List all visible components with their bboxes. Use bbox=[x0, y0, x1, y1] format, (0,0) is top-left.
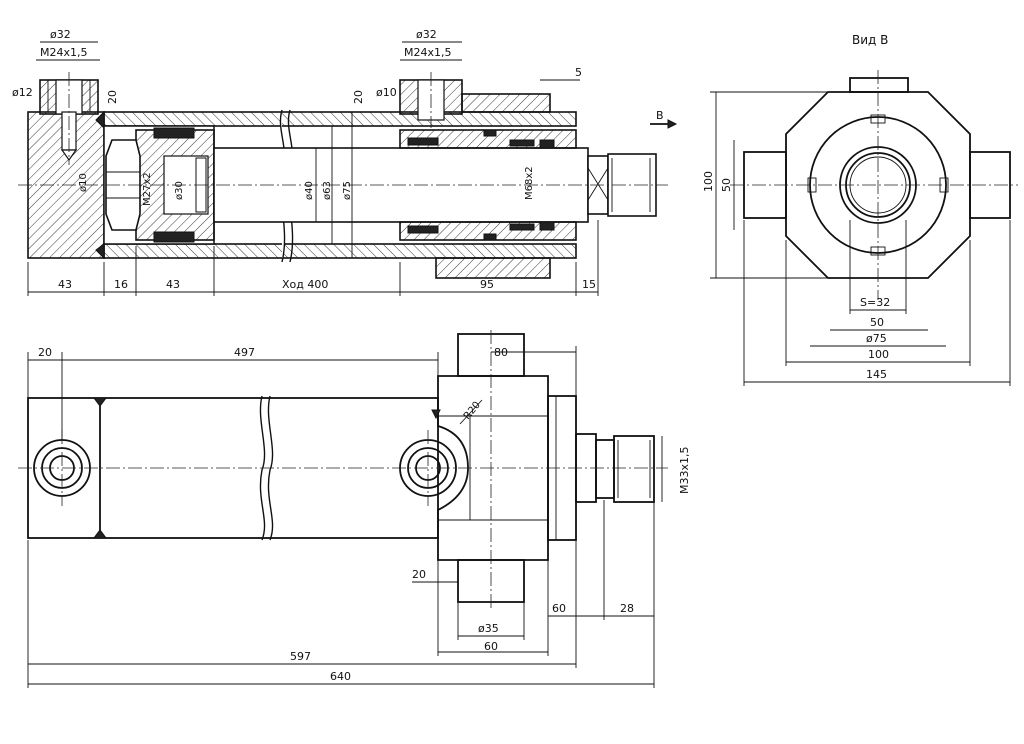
dim-d63: ø63 bbox=[322, 181, 333, 200]
view-title: Вид В bbox=[852, 33, 888, 47]
left-port-depth: 20 bbox=[106, 90, 119, 104]
left-port-bore: ø12 bbox=[12, 86, 33, 99]
tube-wall-top bbox=[103, 111, 577, 127]
dim-15: 15 bbox=[582, 278, 596, 291]
dim-s32: S=32 bbox=[860, 296, 890, 309]
dim-60b: 60 bbox=[484, 640, 498, 653]
right-port-thread: M24x1,5 bbox=[404, 46, 452, 59]
end-view-labels: Вид В 100 50 S=32 50 ø75 100 145 bbox=[702, 33, 890, 381]
left-port-thread: M24x1,5 bbox=[40, 46, 88, 59]
right-port-depth: 20 bbox=[352, 90, 365, 104]
dim-20-bottom: 20 bbox=[412, 568, 426, 581]
left-port-diameter: ø32 bbox=[50, 28, 71, 41]
dim-640: 640 bbox=[330, 670, 351, 683]
end-view bbox=[710, 70, 1018, 386]
end-view-port bbox=[849, 77, 909, 93]
dim-d30: ø30 bbox=[174, 181, 185, 200]
tube-wall-bottom bbox=[103, 243, 577, 259]
plan-view-labels: 20 497 80 R20 M33x1,5 20 60 28 ø35 60 59… bbox=[38, 346, 691, 683]
dim-stroke: Ход 400 bbox=[282, 278, 328, 291]
right-port-bore: ø10 bbox=[376, 86, 397, 99]
dim-43b: 43 bbox=[166, 278, 180, 291]
dim-16: 16 bbox=[114, 278, 128, 291]
dim-28: 28 bbox=[620, 602, 634, 615]
trunnion-block bbox=[437, 375, 549, 561]
dim-43a: 43 bbox=[58, 278, 72, 291]
dim-r20: R20 bbox=[462, 400, 483, 422]
dim-497: 497 bbox=[234, 346, 255, 359]
dim-d10: ø10 bbox=[78, 173, 89, 192]
dim-80: 80 bbox=[494, 346, 508, 359]
dim-95: 95 bbox=[480, 278, 494, 291]
dim-145: 145 bbox=[866, 368, 887, 381]
section-view bbox=[18, 41, 678, 296]
rod-end bbox=[613, 435, 655, 503]
dim-d35: ø35 bbox=[478, 622, 499, 635]
right-port-diameter: ø32 bbox=[416, 28, 437, 41]
section-view-labels: ø32 M24x1,5 ø12 20 ø32 M24x1,5 ø10 20 5 … bbox=[12, 28, 664, 291]
dim-5: 5 bbox=[575, 66, 582, 79]
dim-d40: ø40 bbox=[304, 181, 315, 200]
plan-view bbox=[18, 330, 668, 688]
dim-50: 50 bbox=[870, 316, 884, 329]
dim-m68: M68x2 bbox=[524, 166, 535, 200]
section-marker: B bbox=[656, 109, 664, 122]
dim-d75-end: ø75 bbox=[866, 332, 887, 345]
dim-d75: ø75 bbox=[342, 181, 353, 200]
end-view-trunnion-right bbox=[969, 151, 1011, 219]
dim-60a: 60 bbox=[552, 602, 566, 615]
dim-m27: M27x2 bbox=[142, 172, 153, 206]
dim-100-vertical: 100 bbox=[702, 171, 715, 192]
dim-20-top: 20 bbox=[38, 346, 52, 359]
dim-m33: M33x1,5 bbox=[678, 447, 691, 495]
dim-50-vertical: 50 bbox=[720, 178, 733, 192]
dim-597: 597 bbox=[290, 650, 311, 663]
dim-100-horizontal: 100 bbox=[868, 348, 889, 361]
